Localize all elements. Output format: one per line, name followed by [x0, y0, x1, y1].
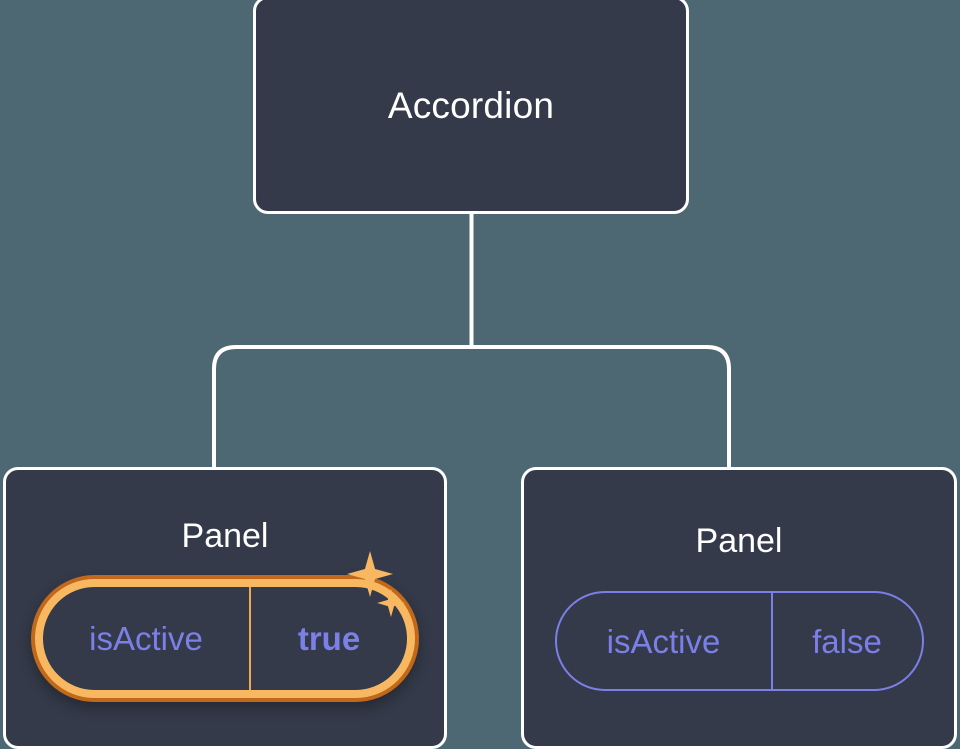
- prop-key-isactive-true: isActive: [43, 587, 251, 690]
- prop-value-false: false: [812, 622, 882, 660]
- prop-value-true: true: [297, 620, 361, 657]
- connector-layer: [212, 214, 731, 472]
- node-panel-inactive-title: Panel: [695, 522, 783, 560]
- prop-pill-active-wrapper[interactable]: isActive true: [31, 551, 419, 702]
- node-panel-active[interactable]: Panel isActive true: [3, 467, 447, 749]
- connector-branch-bus: [212, 345, 731, 472]
- component-tree-diagram: Accordion Panel isActive true Panel isAc…: [3, 0, 957, 749]
- node-panel-inactive[interactable]: Panel isActive false: [521, 467, 957, 749]
- node-panel-active-title: Panel: [181, 517, 269, 555]
- prop-pill-inactive[interactable]: isActive false: [554, 591, 924, 691]
- node-accordion-title: Accordion: [387, 84, 555, 126]
- node-accordion[interactable]: Accordion: [253, 0, 689, 214]
- prop-key-isactive-false: isActive: [557, 593, 773, 689]
- connector-lines: [212, 214, 731, 472]
- prop-pill-active[interactable]: isActive true: [35, 579, 415, 698]
